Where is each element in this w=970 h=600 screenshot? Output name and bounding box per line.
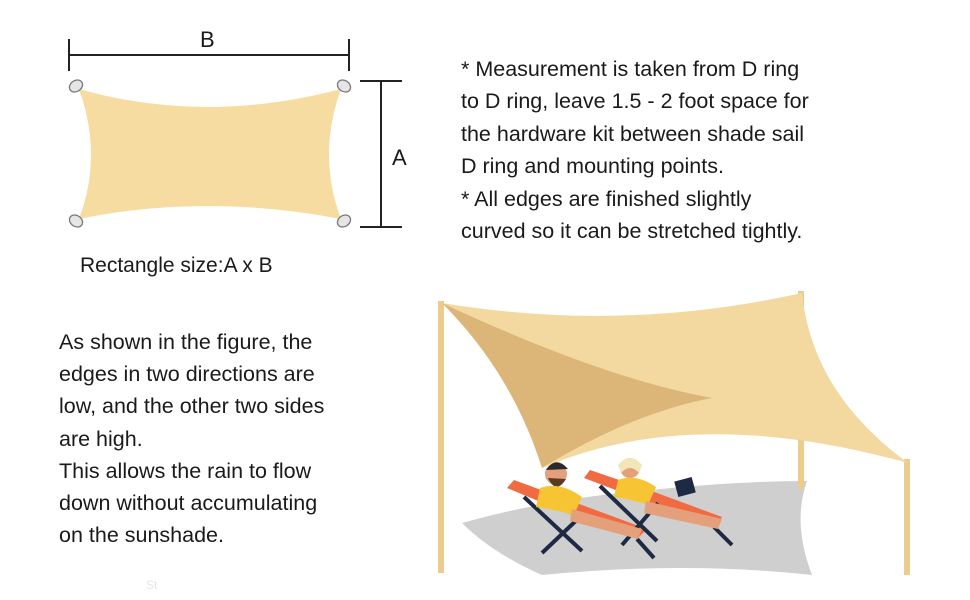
- pole-left: [438, 301, 444, 573]
- note-line: As shown in the figure, the: [59, 330, 313, 354]
- note-line: the hardware kit between shade sail: [461, 121, 805, 146]
- dimension-a-label: A: [392, 145, 407, 170]
- note-line: down without accumulating: [59, 491, 318, 516]
- note-line: * All edges are finished slightly: [461, 186, 752, 211]
- note-line: This allows the rain to flow: [59, 458, 312, 483]
- note-line: to D ring, leave 1.5 - 2 foot space for: [461, 89, 809, 114]
- shade-sail-illustration: [438, 291, 910, 575]
- rectangle-size-caption: Rectangle size:A x B: [80, 254, 273, 277]
- note-line: on the sunshade.: [59, 523, 224, 548]
- faint-watermark: St: [146, 578, 158, 592]
- person-man: [536, 462, 642, 539]
- rain-flow-notes: As shown in the figure, the edges in two…: [59, 326, 419, 551]
- note-line: curved so it can be stretched tightly.: [461, 219, 803, 244]
- person-woman: [614, 458, 722, 529]
- d-ring-top-left: [68, 79, 84, 93]
- note-line: * Measurement is taken from D ring: [461, 57, 800, 81]
- sail-shape: [79, 89, 341, 219]
- pole-right: [904, 459, 910, 575]
- sail-shadow-fold: [442, 303, 712, 468]
- rectangle-sail-diagram: [68, 39, 402, 228]
- d-ring-bottom-left: [68, 214, 84, 228]
- d-ring-top-right: [336, 79, 352, 93]
- d-ring-bottom-right: [336, 214, 352, 228]
- note-line: edges in two directions are: [59, 362, 315, 387]
- dimension-b-label: B: [200, 27, 215, 52]
- note-line: D ring and mounting points.: [461, 154, 724, 179]
- measurement-notes: * Measurement is taken from D ring to D …: [461, 53, 931, 247]
- note-line: are high.: [59, 426, 143, 451]
- note-line: low, and the other two sides: [59, 394, 325, 419]
